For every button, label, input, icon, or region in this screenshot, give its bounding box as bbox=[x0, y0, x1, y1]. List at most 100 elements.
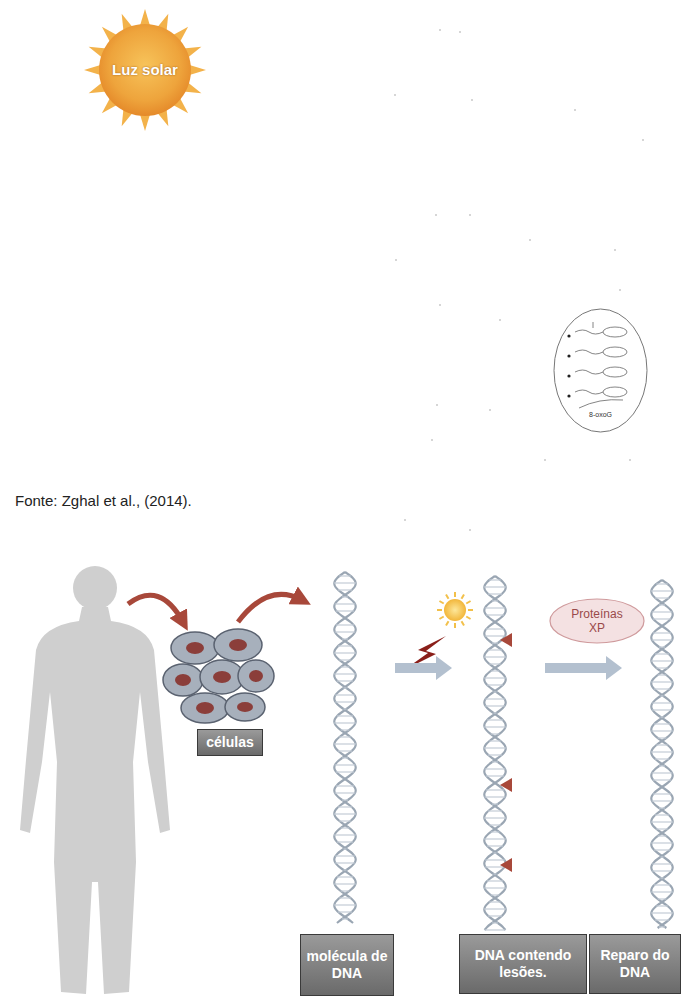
base-pair bbox=[339, 659, 350, 660]
base-pair bbox=[344, 687, 347, 688]
node-text: molécula de DNA bbox=[305, 948, 389, 982]
cell-nuclei bbox=[175, 639, 263, 714]
base-pair bbox=[655, 653, 669, 654]
base-pair bbox=[661, 877, 664, 878]
node-text: células bbox=[206, 734, 253, 751]
base-pair bbox=[658, 898, 667, 899]
base-pair bbox=[654, 849, 670, 850]
sun-ray bbox=[446, 594, 449, 598]
base-pair bbox=[651, 821, 673, 822]
base-pair bbox=[337, 715, 353, 716]
dna-helices bbox=[334, 572, 673, 930]
base-pair bbox=[339, 820, 350, 821]
base-pair bbox=[484, 726, 506, 727]
sun-node: Luz solar bbox=[83, 8, 207, 132]
sun-ray bbox=[446, 621, 449, 625]
base-pair bbox=[492, 803, 498, 804]
base-pair bbox=[341, 890, 350, 891]
base-pair bbox=[653, 618, 671, 619]
base-pair bbox=[342, 799, 348, 800]
sun-ray bbox=[466, 601, 470, 604]
curved-arrow bbox=[128, 595, 183, 622]
base-pair bbox=[485, 705, 505, 706]
small-sun bbox=[437, 592, 473, 628]
protein-ellipse: Proteínas XP bbox=[549, 598, 645, 644]
dna-strand bbox=[484, 576, 505, 930]
node-text: Luz solar bbox=[112, 61, 178, 79]
base-pair bbox=[487, 845, 503, 846]
base-pair bbox=[651, 751, 673, 752]
base-pair bbox=[486, 614, 504, 615]
base-pair bbox=[655, 597, 669, 598]
base-pair bbox=[491, 733, 500, 734]
base-pair bbox=[338, 806, 352, 807]
base-pair bbox=[651, 891, 673, 892]
base-pair bbox=[334, 813, 356, 814]
base-pair bbox=[484, 908, 506, 909]
sun-ray bbox=[140, 9, 150, 26]
base-pair bbox=[494, 873, 497, 874]
base-pair bbox=[492, 761, 498, 762]
base-pair bbox=[655, 814, 669, 815]
cells-cluster bbox=[163, 629, 274, 723]
base-pair bbox=[651, 660, 673, 661]
sun-ray bbox=[189, 65, 206, 75]
molecule-sketch bbox=[567, 322, 627, 408]
base-pair bbox=[494, 852, 497, 853]
base-pair bbox=[338, 645, 352, 646]
base-pair bbox=[656, 744, 667, 745]
base-pair bbox=[659, 926, 665, 927]
sun-ray bbox=[84, 65, 101, 75]
base-pair bbox=[651, 912, 673, 913]
base-pair bbox=[651, 681, 673, 682]
base-pair bbox=[339, 897, 350, 898]
base-pair bbox=[655, 758, 669, 759]
process-arrow bbox=[395, 656, 622, 680]
curved-arrow bbox=[238, 594, 302, 622]
base-pair bbox=[659, 604, 665, 605]
base-pair bbox=[487, 719, 503, 720]
base-pair bbox=[488, 915, 502, 916]
base-pair bbox=[492, 600, 498, 601]
base-pair bbox=[659, 765, 665, 766]
base-pair bbox=[659, 807, 665, 808]
label-box: células bbox=[197, 729, 263, 756]
base-pair bbox=[651, 842, 673, 843]
base-pair bbox=[655, 919, 669, 920]
base-pair bbox=[489, 740, 500, 741]
base-pair bbox=[341, 827, 350, 828]
base-pair bbox=[335, 764, 356, 765]
sun-ray bbox=[454, 592, 456, 597]
base-pair bbox=[335, 792, 356, 793]
dna-strand bbox=[651, 580, 672, 928]
base-pair bbox=[654, 723, 670, 724]
base-pair bbox=[334, 722, 356, 723]
source-caption: Fonte: Zghal et al., (2014). bbox=[15, 492, 192, 509]
base-pair bbox=[485, 607, 506, 608]
base-pair bbox=[336, 610, 354, 611]
base-pair bbox=[334, 904, 356, 905]
base-pair bbox=[492, 922, 498, 923]
sun-ray bbox=[468, 609, 473, 611]
base-pair bbox=[484, 747, 506, 748]
base-pair bbox=[334, 582, 356, 583]
base-pair bbox=[656, 905, 667, 906]
dna-strand bbox=[334, 572, 355, 923]
base-pair bbox=[341, 666, 350, 667]
dna-strand bbox=[651, 580, 672, 928]
base-pair bbox=[489, 824, 500, 825]
base-pair bbox=[654, 884, 670, 885]
base-pair bbox=[661, 856, 664, 857]
base-pair bbox=[334, 652, 356, 653]
base-pair bbox=[656, 583, 667, 584]
base-pair bbox=[654, 688, 670, 689]
base-pair bbox=[487, 684, 503, 685]
base-pair bbox=[484, 838, 506, 839]
dna-lesion bbox=[500, 633, 512, 872]
base-pair bbox=[344, 869, 347, 870]
ellipse-outline bbox=[550, 599, 644, 643]
base-pair bbox=[486, 789, 504, 790]
base-pair bbox=[336, 771, 354, 772]
base-pair bbox=[485, 866, 505, 867]
base-pair bbox=[335, 855, 355, 856]
